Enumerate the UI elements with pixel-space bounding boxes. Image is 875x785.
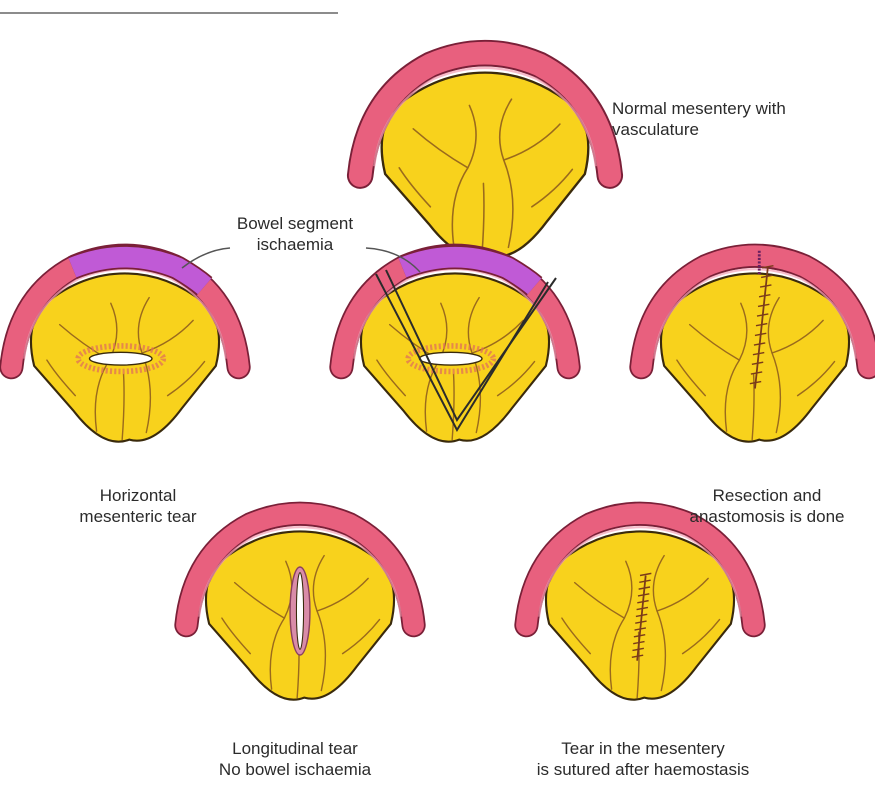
- caption-longitudinal-tear: Longitudinal tear No bowel ischaemia: [200, 738, 390, 780]
- panel-anastomosis: [641, 251, 868, 442]
- label-line: ischaemia: [215, 234, 375, 255]
- caption-line: Resection and: [672, 485, 862, 506]
- label-line: Bowel segment: [215, 213, 375, 234]
- panel-longitudinal-tear: [186, 514, 413, 700]
- caption-line: anastomosis is done: [672, 506, 862, 527]
- caption-line: vasculature: [612, 119, 786, 140]
- mesentery: [661, 273, 849, 441]
- label-bowel-segment-ischaemia: Bowel segment ischaemia: [215, 213, 375, 255]
- panel-sutured-tear: [526, 514, 753, 700]
- caption-line: Horizontal: [48, 485, 228, 506]
- caption-line: Normal mesentery with: [612, 98, 786, 119]
- caption-sutured-tear: Tear in the mesentery is sutured after h…: [518, 738, 768, 780]
- caption-line: is sutured after haemostasis: [518, 759, 768, 780]
- caption-normal-mesentery: Normal mesentery with vasculature: [612, 98, 786, 140]
- caption-resection-anastomosis: Resection and anastomosis is done: [672, 485, 862, 527]
- mesentery: [382, 73, 589, 258]
- caption-line: No bowel ischaemia: [200, 759, 390, 780]
- panel-horizontal-tear: [11, 256, 238, 442]
- caption-line: Tear in the mesentery: [518, 738, 768, 759]
- longitudinal-tear: [296, 573, 303, 650]
- caption-line: Longitudinal tear: [200, 738, 390, 759]
- panel-normal-mesentery: [360, 53, 610, 257]
- caption-horizontal-tear: Horizontal mesenteric tear: [48, 485, 228, 527]
- horizontal-tear: [90, 352, 152, 365]
- caption-line: mesenteric tear: [48, 506, 228, 527]
